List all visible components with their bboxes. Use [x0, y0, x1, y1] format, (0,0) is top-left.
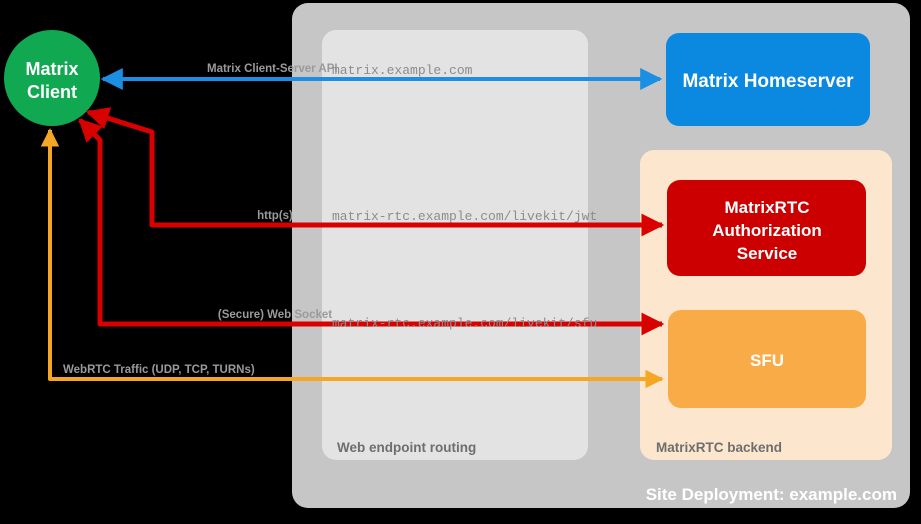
authorization-service-label-line2: Authorization — [712, 221, 822, 240]
node-matrix-homeserver[interactable] — [666, 33, 870, 126]
matrix-client-label-line1: Matrix — [25, 59, 78, 79]
endpoint-matrix-example-com: matrix.example.com — [332, 63, 473, 78]
matrix-client-label-line2: Client — [27, 82, 77, 102]
node-matrix-client[interactable] — [4, 30, 100, 126]
endpoint-livekit-jwt: matrix-rtc.example.com/livekit/jwt — [332, 209, 597, 224]
node-matrixrtc-authorization-service[interactable] — [667, 180, 866, 276]
edge-label-jwt: http(s) — [257, 210, 293, 222]
node-sfu[interactable] — [668, 310, 866, 408]
authorization-service-label-line1: MatrixRTC — [724, 198, 809, 217]
matrix-homeserver-label: Matrix Homeserver — [682, 71, 854, 92]
edge-webrtc-traffic — [40, 128, 664, 389]
edge-label-sfu-websocket: (Secure) Web Socket — [218, 309, 332, 321]
edge-label-webrtc-traffic: WebRTC Traffic (UDP, TCP, TURNs) — [63, 364, 255, 376]
zone-web-endpoint-routing — [322, 30, 588, 460]
zone-label-web-endpoint-routing: Web endpoint routing — [337, 440, 476, 455]
zone-label-matrixrtc-backend: MatrixRTC backend — [656, 440, 782, 455]
authorization-service-label-line3: Service — [737, 244, 798, 263]
endpoint-livekit-sfu: matrix-rtc.example.com/livekit/sfu — [332, 316, 597, 331]
site-deployment-label: Site Deployment: example.com — [646, 485, 897, 504]
edge-label-client-server-api: Matrix Client-Server API — [207, 63, 338, 75]
sfu-label: SFU — [750, 351, 784, 370]
